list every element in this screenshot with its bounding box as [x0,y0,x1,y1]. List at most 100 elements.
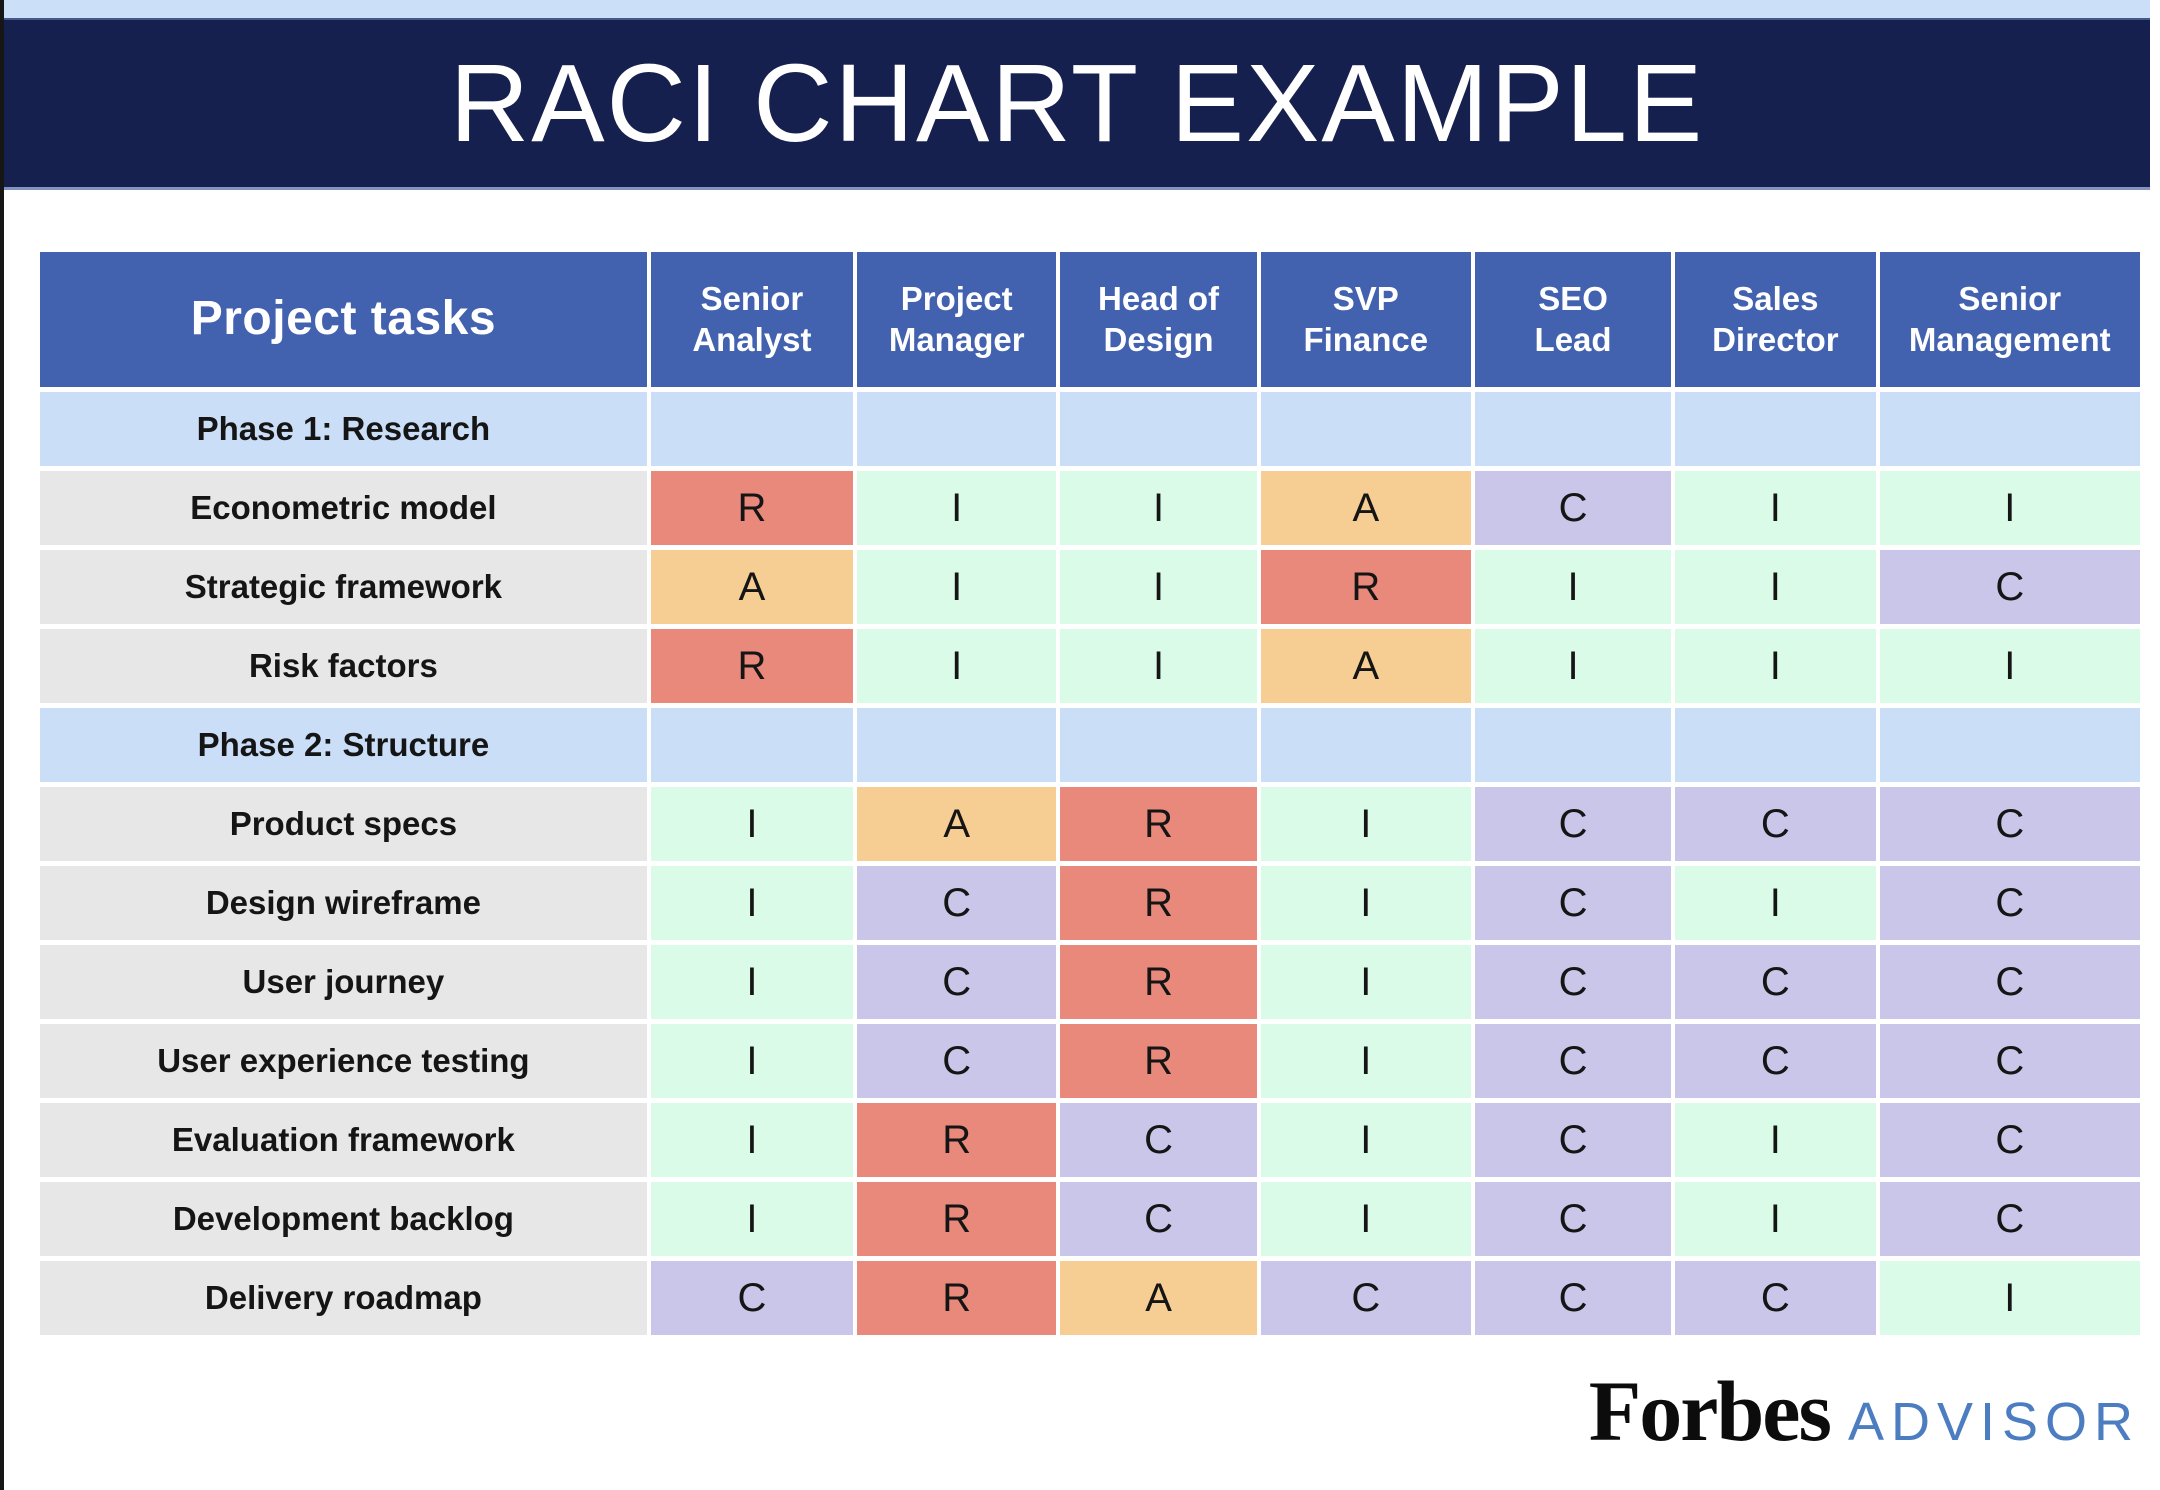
raci-cell: C [1474,1103,1672,1177]
phase-row-cell [1879,708,2140,782]
phase-row-cell [1060,708,1257,782]
raci-cell: I [857,629,1057,703]
raci-cell: C [1474,1182,1672,1256]
task-row-label: Product specs [40,787,647,861]
page-title: RACI CHART EXAMPLE [449,41,1705,165]
raci-cell: R [1060,787,1257,861]
raci-cell: C [1675,1024,1876,1098]
raci-cell: I [1260,866,1471,940]
raci-cell: I [1060,550,1257,624]
raci-cell: I [1675,629,1876,703]
raci-cell: R [1060,1024,1257,1098]
raci-cell: C [1879,1024,2140,1098]
raci-cell: I [1675,866,1876,940]
column-header-role: SEO Lead [1474,252,1672,387]
column-header-role: Project Manager [857,252,1057,387]
raci-cell: C [1879,787,2140,861]
banner: RACI CHART EXAMPLE [4,18,2150,190]
raci-cell: C [857,945,1057,1019]
raci-cell: I [1675,471,1876,545]
raci-cell: R [857,1182,1057,1256]
raci-cell: I [1675,550,1876,624]
phase-row-cell [1260,708,1471,782]
raci-cell: A [857,787,1057,861]
brand-logo: Forbes ADVISOR [1589,1368,2140,1454]
raci-cell: R [1060,866,1257,940]
phase-row-cell [857,708,1057,782]
raci-cell: C [1260,1261,1471,1335]
raci-cell: C [857,866,1057,940]
raci-cell: C [1879,1182,2140,1256]
raci-cell: R [857,1103,1057,1177]
raci-cell: I [1879,471,2140,545]
raci-cell: I [857,550,1057,624]
raci-cell: I [650,1103,854,1177]
phase-row-cell [1260,392,1471,466]
raci-cell: C [1474,866,1672,940]
column-header-role: Head of Design [1060,252,1257,387]
raci-cell: C [1060,1182,1257,1256]
raci-cell: C [1060,1103,1257,1177]
raci-cell: R [1060,945,1257,1019]
phase-row-cell [857,392,1057,466]
raci-cell: C [1474,1261,1672,1335]
task-row-label: Evaluation framework [40,1103,647,1177]
raci-cell: R [650,471,854,545]
raci-cell: I [1474,550,1672,624]
raci-cell: I [1260,945,1471,1019]
task-row-label: Strategic framework [40,550,647,624]
phase-row-cell [650,708,854,782]
raci-cell: A [1260,629,1471,703]
raci-cell: A [650,550,854,624]
raci-cell: I [1675,1103,1876,1177]
raci-cell: C [1879,866,2140,940]
raci-cell: C [1474,471,1672,545]
phase-row-cell [1474,708,1672,782]
task-row-label: Design wireframe [40,866,647,940]
column-header-role: Senior Management [1879,252,2140,387]
task-row-label: Delivery roadmap [40,1261,647,1335]
phase-row-cell [1879,392,2140,466]
raci-cell: I [1260,787,1471,861]
phase-row-cell [1675,708,1876,782]
column-header-project-tasks: Project tasks [40,252,647,387]
task-row-label: Development backlog [40,1182,647,1256]
forbes-wordmark: Forbes [1588,1363,1832,1459]
raci-cell: A [1260,471,1471,545]
raci-cell: I [1260,1182,1471,1256]
raci-cell: C [1474,1024,1672,1098]
raci-cell: R [1260,550,1471,624]
raci-cell: C [1879,945,2140,1019]
raci-cell: I [650,945,854,1019]
column-header-role: SVP Finance [1260,252,1471,387]
raci-cell: I [1879,629,2140,703]
phase-row-cell [1675,392,1876,466]
raci-cell: I [650,866,854,940]
phase-row-label: Phase 2: Structure [40,708,647,782]
raci-cell: I [1060,471,1257,545]
raci-cell: I [1879,1261,2140,1335]
raci-cell: I [650,1024,854,1098]
raci-cell: I [1260,1024,1471,1098]
raci-cell: R [650,629,854,703]
raci-cell: I [650,1182,854,1256]
raci-cell: C [1879,550,2140,624]
raci-cell: A [1060,1261,1257,1335]
task-row-label: Econometric model [40,471,647,545]
phase-row-cell [1060,392,1257,466]
raci-cell: C [1474,945,1672,1019]
raci-cell: C [650,1261,854,1335]
phase-row-cell [650,392,854,466]
top-strip [4,0,2150,18]
raci-cell: R [857,1261,1057,1335]
raci-cell: C [1675,1261,1876,1335]
raci-cell: I [1260,1103,1471,1177]
raci-cell: C [1675,787,1876,861]
raci-cell: I [857,471,1057,545]
raci-cell: C [1474,787,1672,861]
raci-cell: I [1060,629,1257,703]
raci-cell: C [857,1024,1057,1098]
column-header-role: Sales Director [1675,252,1876,387]
task-row-label: Risk factors [40,629,647,703]
